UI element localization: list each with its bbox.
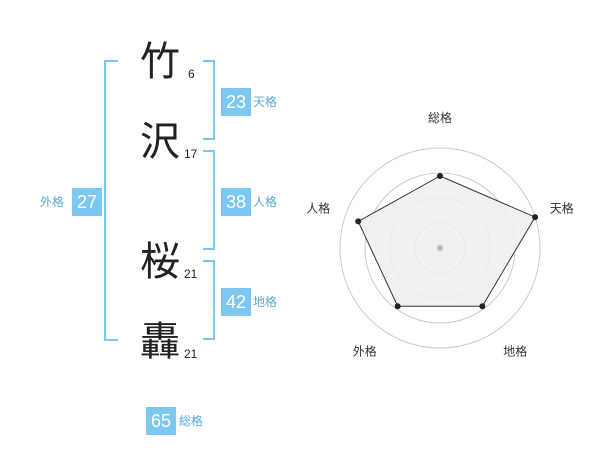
radar-axis-label-1: 総格 <box>428 110 452 125</box>
chikaku-value: 42 <box>221 288 251 316</box>
radar-axis-label-5: 人格 <box>306 200 330 215</box>
stroke-count-1: 6 <box>188 67 195 81</box>
radar-point-1 <box>437 173 443 179</box>
radar-point-4 <box>394 303 401 310</box>
jinkaku-label: 人格 <box>253 195 278 209</box>
name-char-3: 桜 <box>140 239 180 285</box>
name-char-1: 竹 <box>140 39 180 85</box>
radar-point-2 <box>532 214 539 221</box>
radar-point-5 <box>355 218 362 225</box>
name-char-2: 沢 <box>140 119 180 165</box>
tenkaku-value: 23 <box>221 88 251 116</box>
tenkaku-bracket <box>203 60 215 140</box>
radar-axis-label-2: 天格 <box>550 200 574 215</box>
soukaku-value: 65 <box>146 407 176 435</box>
radar-point-3 <box>479 303 486 310</box>
tenkaku-label: 天格 <box>253 95 278 109</box>
stroke-count-2: 17 <box>184 147 198 161</box>
radar-polygon <box>357 175 536 307</box>
radar-axis-label-3: 地格 <box>503 344 527 359</box>
name-char-4: 轟 <box>140 319 180 365</box>
radar-axis-label-4: 外格 <box>353 344 377 359</box>
chikaku-label: 地格 <box>253 295 278 309</box>
stroke-count-4: 21 <box>184 347 198 361</box>
stroke-count-3: 21 <box>184 267 198 281</box>
chikaku-bracket <box>203 260 215 340</box>
radar-ring-4 <box>339 147 541 349</box>
gaikaku-label: 外格 <box>40 195 65 209</box>
jinkaku-value: 38 <box>221 188 251 216</box>
soukaku-label: 総格 <box>179 414 204 428</box>
gaikaku-value: 27 <box>72 188 102 216</box>
radar-center-dot <box>437 245 443 251</box>
jinkaku-bracket <box>203 150 215 250</box>
gaikaku-bracket <box>104 60 118 341</box>
